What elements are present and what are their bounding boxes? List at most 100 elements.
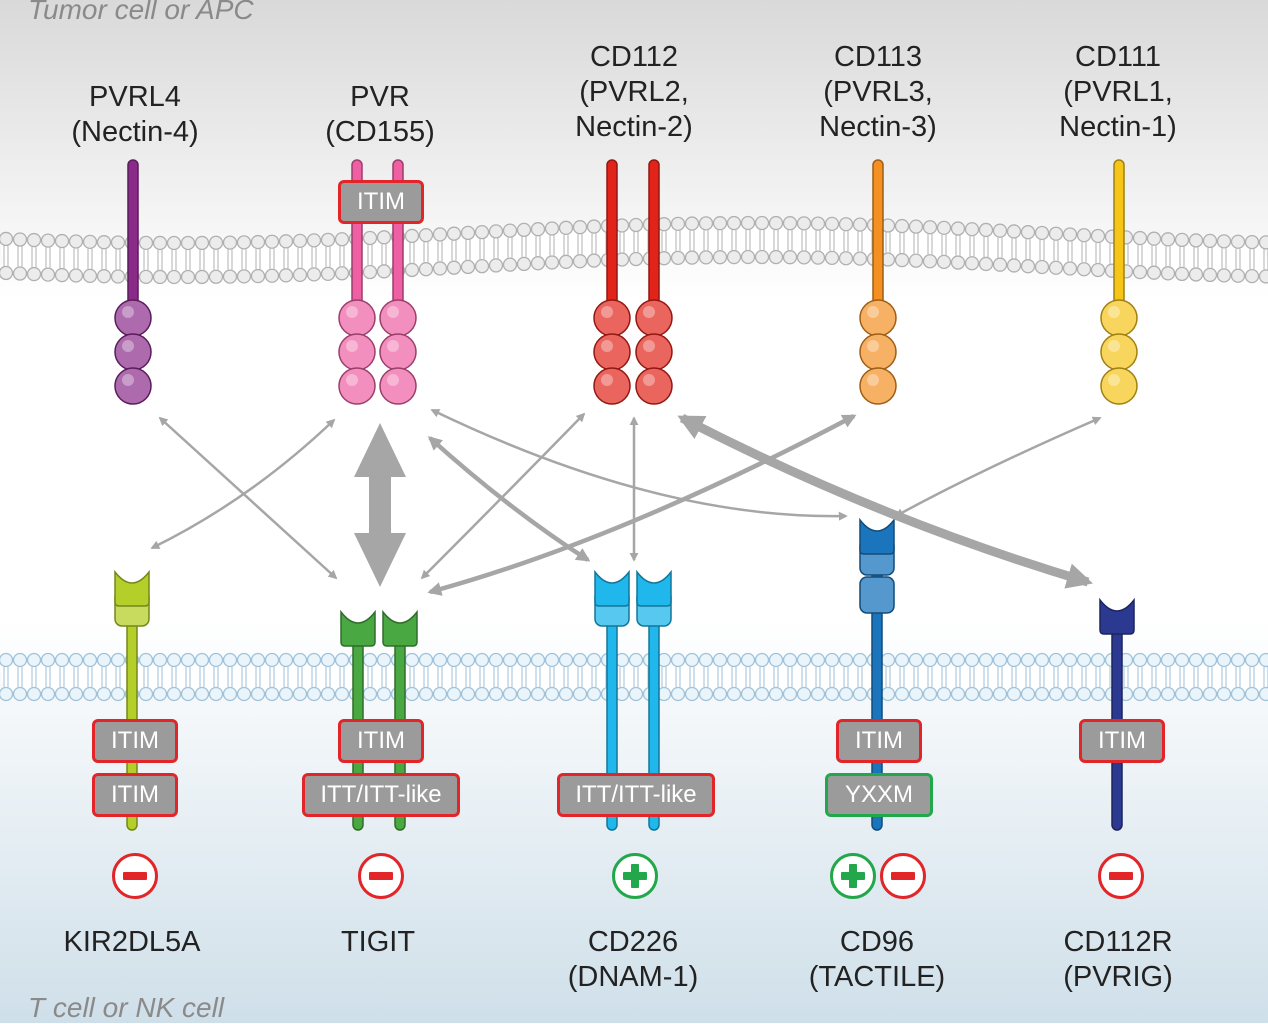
- lipid-head: [70, 235, 83, 248]
- lipid-head: [1008, 225, 1021, 238]
- lipid-head: [784, 217, 797, 230]
- lipid-head: [1162, 233, 1175, 246]
- lipid-head: [406, 263, 419, 276]
- cd112r-itim-motif: ITIM: [1079, 719, 1165, 763]
- lipid-head: [1008, 688, 1021, 701]
- lipid-head: [224, 654, 237, 667]
- lipid-head: [476, 654, 489, 667]
- ligand-name: CD112: [514, 40, 754, 75]
- ig-domain: [1101, 334, 1137, 370]
- lipid-head: [168, 236, 181, 249]
- lipid-head: [364, 232, 377, 245]
- ligand-name: CD111: [998, 40, 1238, 75]
- lipid-head: [1148, 266, 1161, 279]
- lipid-head: [1246, 270, 1259, 283]
- highlight: [867, 374, 879, 386]
- lipid-head: [700, 654, 713, 667]
- lipid-head: [378, 231, 391, 244]
- lipid-head: [672, 251, 685, 264]
- lipid-head: [1232, 235, 1245, 248]
- lipid-head: [854, 688, 867, 701]
- highlight: [601, 374, 613, 386]
- highlight: [867, 306, 879, 318]
- lipid-head: [1078, 263, 1091, 276]
- lipid-head: [938, 688, 951, 701]
- lipid-head: [784, 654, 797, 667]
- lipid-head: [56, 654, 69, 667]
- lipid-head: [448, 261, 461, 274]
- lipid-head: [1134, 688, 1147, 701]
- lipid-head: [812, 688, 825, 701]
- lipid-head: [686, 654, 699, 667]
- lipid-head: [1036, 260, 1049, 273]
- lipid-head: [882, 688, 895, 701]
- lipid-head: [910, 254, 923, 267]
- lipid-head: [0, 232, 13, 245]
- lipid-head: [196, 688, 209, 701]
- lipid-head: [28, 234, 41, 247]
- lipid-head: [560, 654, 573, 667]
- lipid-head: [686, 688, 699, 701]
- lipid-head: [70, 269, 83, 282]
- lipid-head: [364, 654, 377, 667]
- lipid-head: [1148, 232, 1161, 245]
- t-cell-label: T cell or NK cell: [28, 992, 224, 1024]
- lipid-head: [308, 688, 321, 701]
- lipid-head: [462, 654, 475, 667]
- lipid-head: [896, 220, 909, 233]
- lipid-head: [630, 688, 643, 701]
- lipid-head: [924, 221, 937, 234]
- lipid-head: [728, 654, 741, 667]
- lipid-head: [518, 223, 531, 236]
- lipid-head: [518, 257, 531, 270]
- lipid-head: [56, 235, 69, 248]
- lipid-head: [840, 252, 853, 265]
- lipid-head: [28, 654, 41, 667]
- lipid-head: [154, 236, 167, 249]
- lipid-head: [406, 229, 419, 242]
- receptor-label-cd226: CD226 (DNAM-1): [513, 925, 753, 995]
- lipid-head: [168, 270, 181, 283]
- ligand-stalk: [128, 160, 138, 320]
- receptor-alias: (PVRIG): [998, 960, 1238, 995]
- lipid-head: [168, 688, 181, 701]
- lipid-head: [1050, 261, 1063, 274]
- lipid-head: [910, 654, 923, 667]
- lipid-head: [798, 217, 811, 230]
- lipid-head: [224, 270, 237, 283]
- ligand-alias-2: Nectin-1): [998, 110, 1238, 145]
- lipid-head: [252, 236, 265, 249]
- lipid-head: [112, 270, 125, 283]
- lipid-head: [742, 654, 755, 667]
- ligand-alias-2: Nectin-3): [758, 110, 998, 145]
- lipid-head: [1162, 688, 1175, 701]
- kir2dl5a-itim-motif-2: ITIM: [92, 773, 178, 817]
- lipid-head: [196, 270, 209, 283]
- lipid-head: [518, 688, 531, 701]
- lipid-head: [280, 688, 293, 701]
- lipid-head: [574, 654, 587, 667]
- lipid-head: [798, 251, 811, 264]
- lipid-head: [994, 224, 1007, 237]
- ig-domain: [339, 368, 375, 404]
- lipid-head: [420, 263, 433, 276]
- lipid-head: [994, 258, 1007, 271]
- lipid-head: [1204, 234, 1217, 247]
- lipid-head: [1162, 267, 1175, 280]
- lipid-head: [1092, 229, 1105, 242]
- lipid-head: [294, 654, 307, 667]
- lipid-head: [0, 688, 13, 701]
- lipid-head: [630, 654, 643, 667]
- v-domain-cup: [341, 612, 375, 646]
- lipid-head: [1022, 688, 1035, 701]
- lipid-head: [476, 226, 489, 239]
- kir2dl5a-itim-motif-1: ITIM: [92, 719, 178, 763]
- lipid-head: [504, 258, 517, 271]
- lipid-head: [1260, 688, 1268, 701]
- lipid-head: [1134, 654, 1147, 667]
- lipid-head: [1022, 226, 1035, 239]
- lipid-head: [938, 221, 951, 234]
- lipid-head: [70, 654, 83, 667]
- lipid-head: [980, 223, 993, 236]
- lipid-head: [42, 268, 55, 281]
